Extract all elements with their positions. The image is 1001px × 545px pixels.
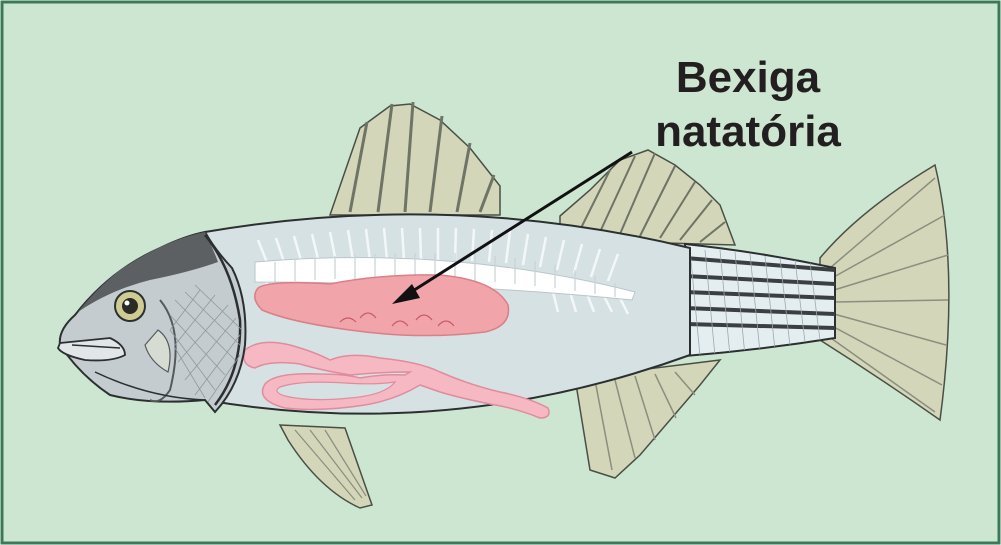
label-line-2: natatória bbox=[655, 107, 841, 156]
eye-icon bbox=[115, 291, 145, 321]
label-line-1: Bexiga bbox=[676, 53, 821, 102]
